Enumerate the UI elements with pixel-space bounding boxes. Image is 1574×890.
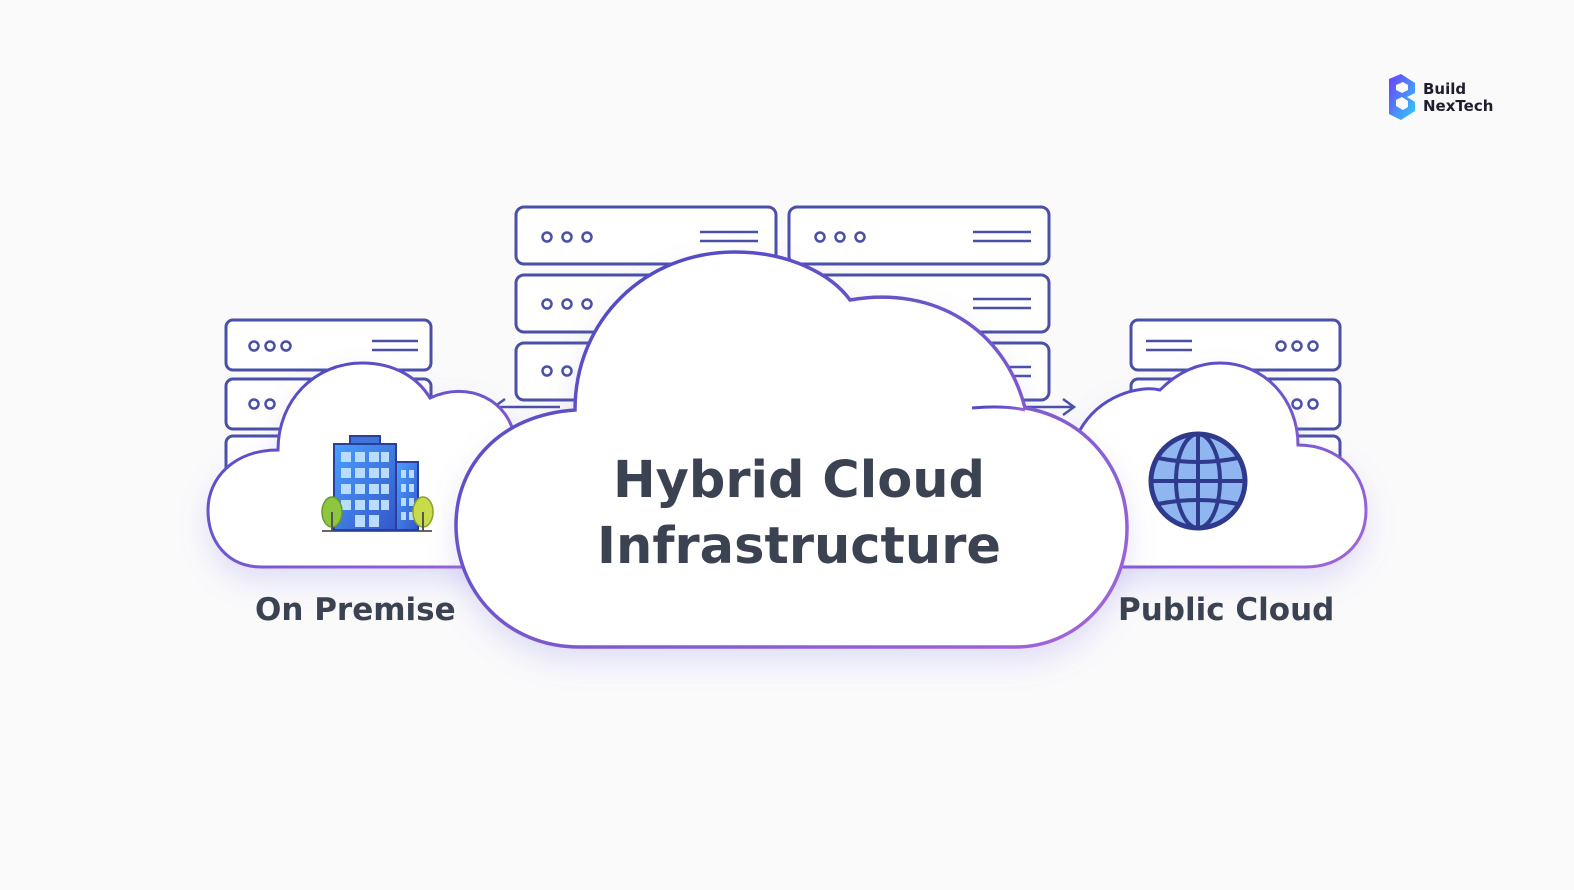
on-premise-label: On Premise xyxy=(255,592,456,628)
brand-name: Build NexTech xyxy=(1423,81,1493,115)
title-line-1: Hybrid Cloud xyxy=(560,448,1038,514)
brand-logo: Build NexTech xyxy=(1385,73,1505,121)
diagram-title: Hybrid Cloud Infrastructure xyxy=(560,448,1038,580)
brand-name-line-2: NexTech xyxy=(1423,98,1493,115)
globe-icon xyxy=(1151,434,1245,528)
public-cloud-label: Public Cloud xyxy=(1118,592,1334,628)
title-line-2: Infrastructure xyxy=(560,514,1038,580)
server-unit xyxy=(789,207,1049,264)
brand-name-line-1: Build xyxy=(1423,81,1493,98)
b-logo-icon xyxy=(1385,73,1419,121)
